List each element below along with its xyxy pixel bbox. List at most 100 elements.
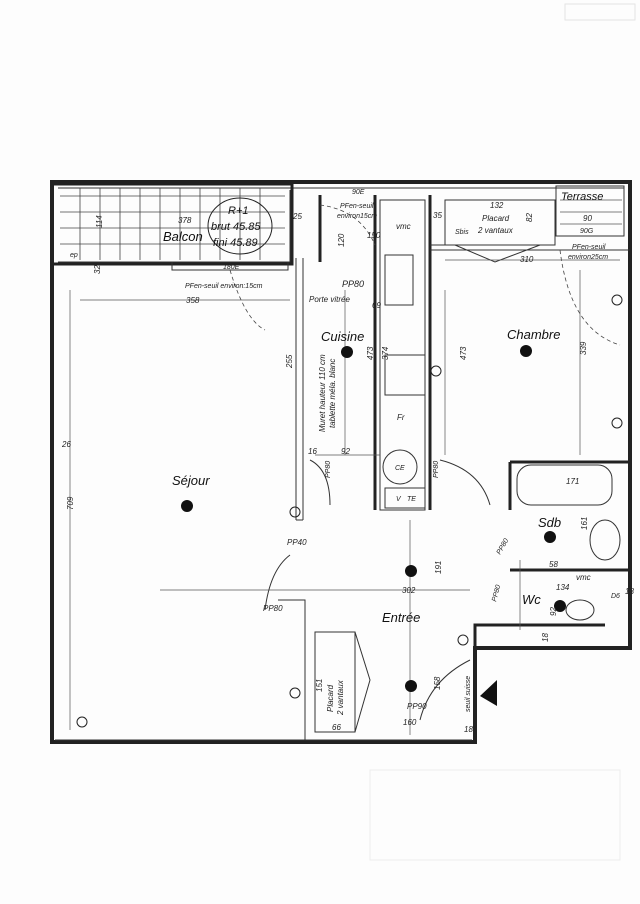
note-muret-2: tablette méla. blanc (328, 359, 337, 428)
dim-chambre-w: 310 (520, 255, 534, 264)
room-chambre: Chambre (507, 327, 560, 342)
room-cuisine: Cuisine (321, 329, 364, 344)
light-points (181, 345, 566, 692)
note-pfen-sejour: PFen-seuil environ:15cm (185, 283, 263, 290)
outlet-icon (289, 687, 301, 699)
dim-placard-w: 132 (490, 201, 504, 210)
dim-entree-h2: 158 (433, 676, 442, 690)
note-pfen-chambre-1: PFen-seuil (572, 244, 606, 251)
dim-sejour-w: 358 (186, 296, 200, 305)
note-ep: ep (70, 252, 78, 259)
dim-bath: 171 (566, 477, 579, 486)
outlet-icon (457, 634, 469, 646)
dim-18-b: 18 (541, 633, 550, 642)
balcon-tiles (60, 188, 285, 260)
outlet-icon (430, 365, 442, 377)
note-pp80-sejour: PP80 (263, 604, 283, 613)
dim-door-160: 160 (403, 718, 417, 727)
dim-18-c: 18 (464, 725, 473, 734)
dim-wc-w: 134 (556, 583, 570, 592)
room-terrasse: Terrasse (561, 191, 603, 203)
note-te: TE (407, 496, 416, 503)
note-pp80-wc: PP80 (491, 584, 502, 602)
note-placard-chambre-1: Placard (482, 214, 510, 223)
dim-120: 120 (337, 233, 346, 247)
note-pp80-b: PP80 (433, 461, 440, 478)
dim-sejour-h: 709 (66, 496, 75, 510)
entrance-arrow-icon (480, 680, 497, 706)
note-d6: D6 (611, 593, 620, 600)
dim-terrasse-w: 90 (583, 214, 592, 223)
note-90e: 90E (352, 189, 365, 196)
dim-92: 92 (341, 447, 350, 456)
note-pp80-cuisine: PP80 (342, 279, 364, 289)
ceiling-light-icon (405, 565, 417, 577)
room-sdb: Sdb (538, 515, 561, 530)
dim-cuisine-in: 374 (381, 346, 390, 360)
dim-balcon-h: 114 (95, 215, 104, 228)
note-pfen-chambre-2: environ25cm (568, 254, 608, 261)
dim-150: 150 (367, 231, 381, 240)
level-fini: fini 45.89 (213, 237, 258, 249)
note-placard-chambre-2: 2 vantaux (477, 226, 514, 235)
ceiling-light-icon (341, 346, 353, 358)
dim-35: 35 (433, 211, 442, 220)
note-vmc-cuisine: vmc (396, 222, 411, 231)
dim-entree-w: 302 (402, 586, 416, 595)
dim-balcon-w: 378 (178, 216, 192, 225)
outlet-icon (289, 506, 301, 518)
dim-69: 69 (372, 301, 381, 310)
dim-chambre-h: 473 (459, 346, 468, 360)
dim-16: 16 (308, 447, 317, 456)
dim-32: 32 (93, 265, 102, 274)
room-balcon: Balcon (163, 229, 203, 244)
note-placard-entree-2: 2 vantaux (336, 679, 345, 716)
note-porte-vitree: Porte vitrée (309, 295, 350, 304)
note-fridge: Fr (397, 413, 405, 422)
dim-entree-h: 191 (434, 561, 443, 574)
note-pfen-cuisine-2: environ15cm (337, 213, 377, 220)
dim-82: 82 (525, 213, 534, 222)
note-pp90: PP90 (407, 702, 427, 711)
note-seuil-suisse: seuil suisse (465, 676, 472, 712)
note-muret-1: Muret hauteur 110 cm (318, 354, 327, 432)
ceiling-light-icon (405, 680, 417, 692)
dimensions: 378 114 25 32 358 69 255 26 709 16 92 47… (61, 201, 634, 734)
outlets (76, 294, 623, 728)
ghost-print (369, 3, 636, 861)
note-pp80-a: PP80 (325, 461, 332, 478)
dim-58: 58 (549, 560, 558, 569)
outlet-icon (611, 294, 623, 306)
ceiling-light-icon (181, 500, 193, 512)
ceiling-light-icon (544, 531, 556, 543)
ceiling-light-icon (554, 600, 566, 612)
note-ce: CE (395, 465, 405, 472)
note-placard-entree-1: Placard (326, 684, 335, 712)
outlet-icon (611, 417, 623, 429)
note-180e: 180E (223, 264, 240, 271)
level-name: R+1 (228, 205, 249, 217)
note-90g: 90G (580, 228, 594, 235)
dim-cuisine-h: 473 (366, 346, 375, 360)
dim-placard-h: 151 (315, 679, 324, 692)
dim-wc-h: 92 (549, 607, 558, 616)
note-vmc-wc: vmc (576, 573, 591, 582)
note-pfen-cuisine-1: PFen-seuil (340, 203, 374, 210)
dim-balcon-step: 25 (292, 212, 302, 221)
annotations: ep 180E 90E 90G PFen-seuil environ:15cm … (70, 189, 620, 716)
room-entree: Entrée (382, 610, 420, 625)
note-pp40: PP40 (287, 538, 307, 547)
level-marker (207, 197, 273, 255)
walls (50, 180, 632, 744)
dim-sdb-h: 161 (580, 517, 589, 530)
level-brut: brut 45.85 (211, 221, 261, 233)
room-wc: Wc (522, 592, 541, 607)
dim-26: 26 (61, 440, 71, 449)
dim-18-a: 18 (625, 587, 634, 596)
outlet-icon (76, 716, 88, 728)
room-sejour: Séjour (172, 473, 210, 488)
note-pp80-sdb: PP80 (496, 538, 511, 556)
note-sbis: Sbis (455, 229, 469, 236)
dim-muret: 255 (285, 354, 294, 369)
ceiling-light-icon (520, 345, 532, 357)
